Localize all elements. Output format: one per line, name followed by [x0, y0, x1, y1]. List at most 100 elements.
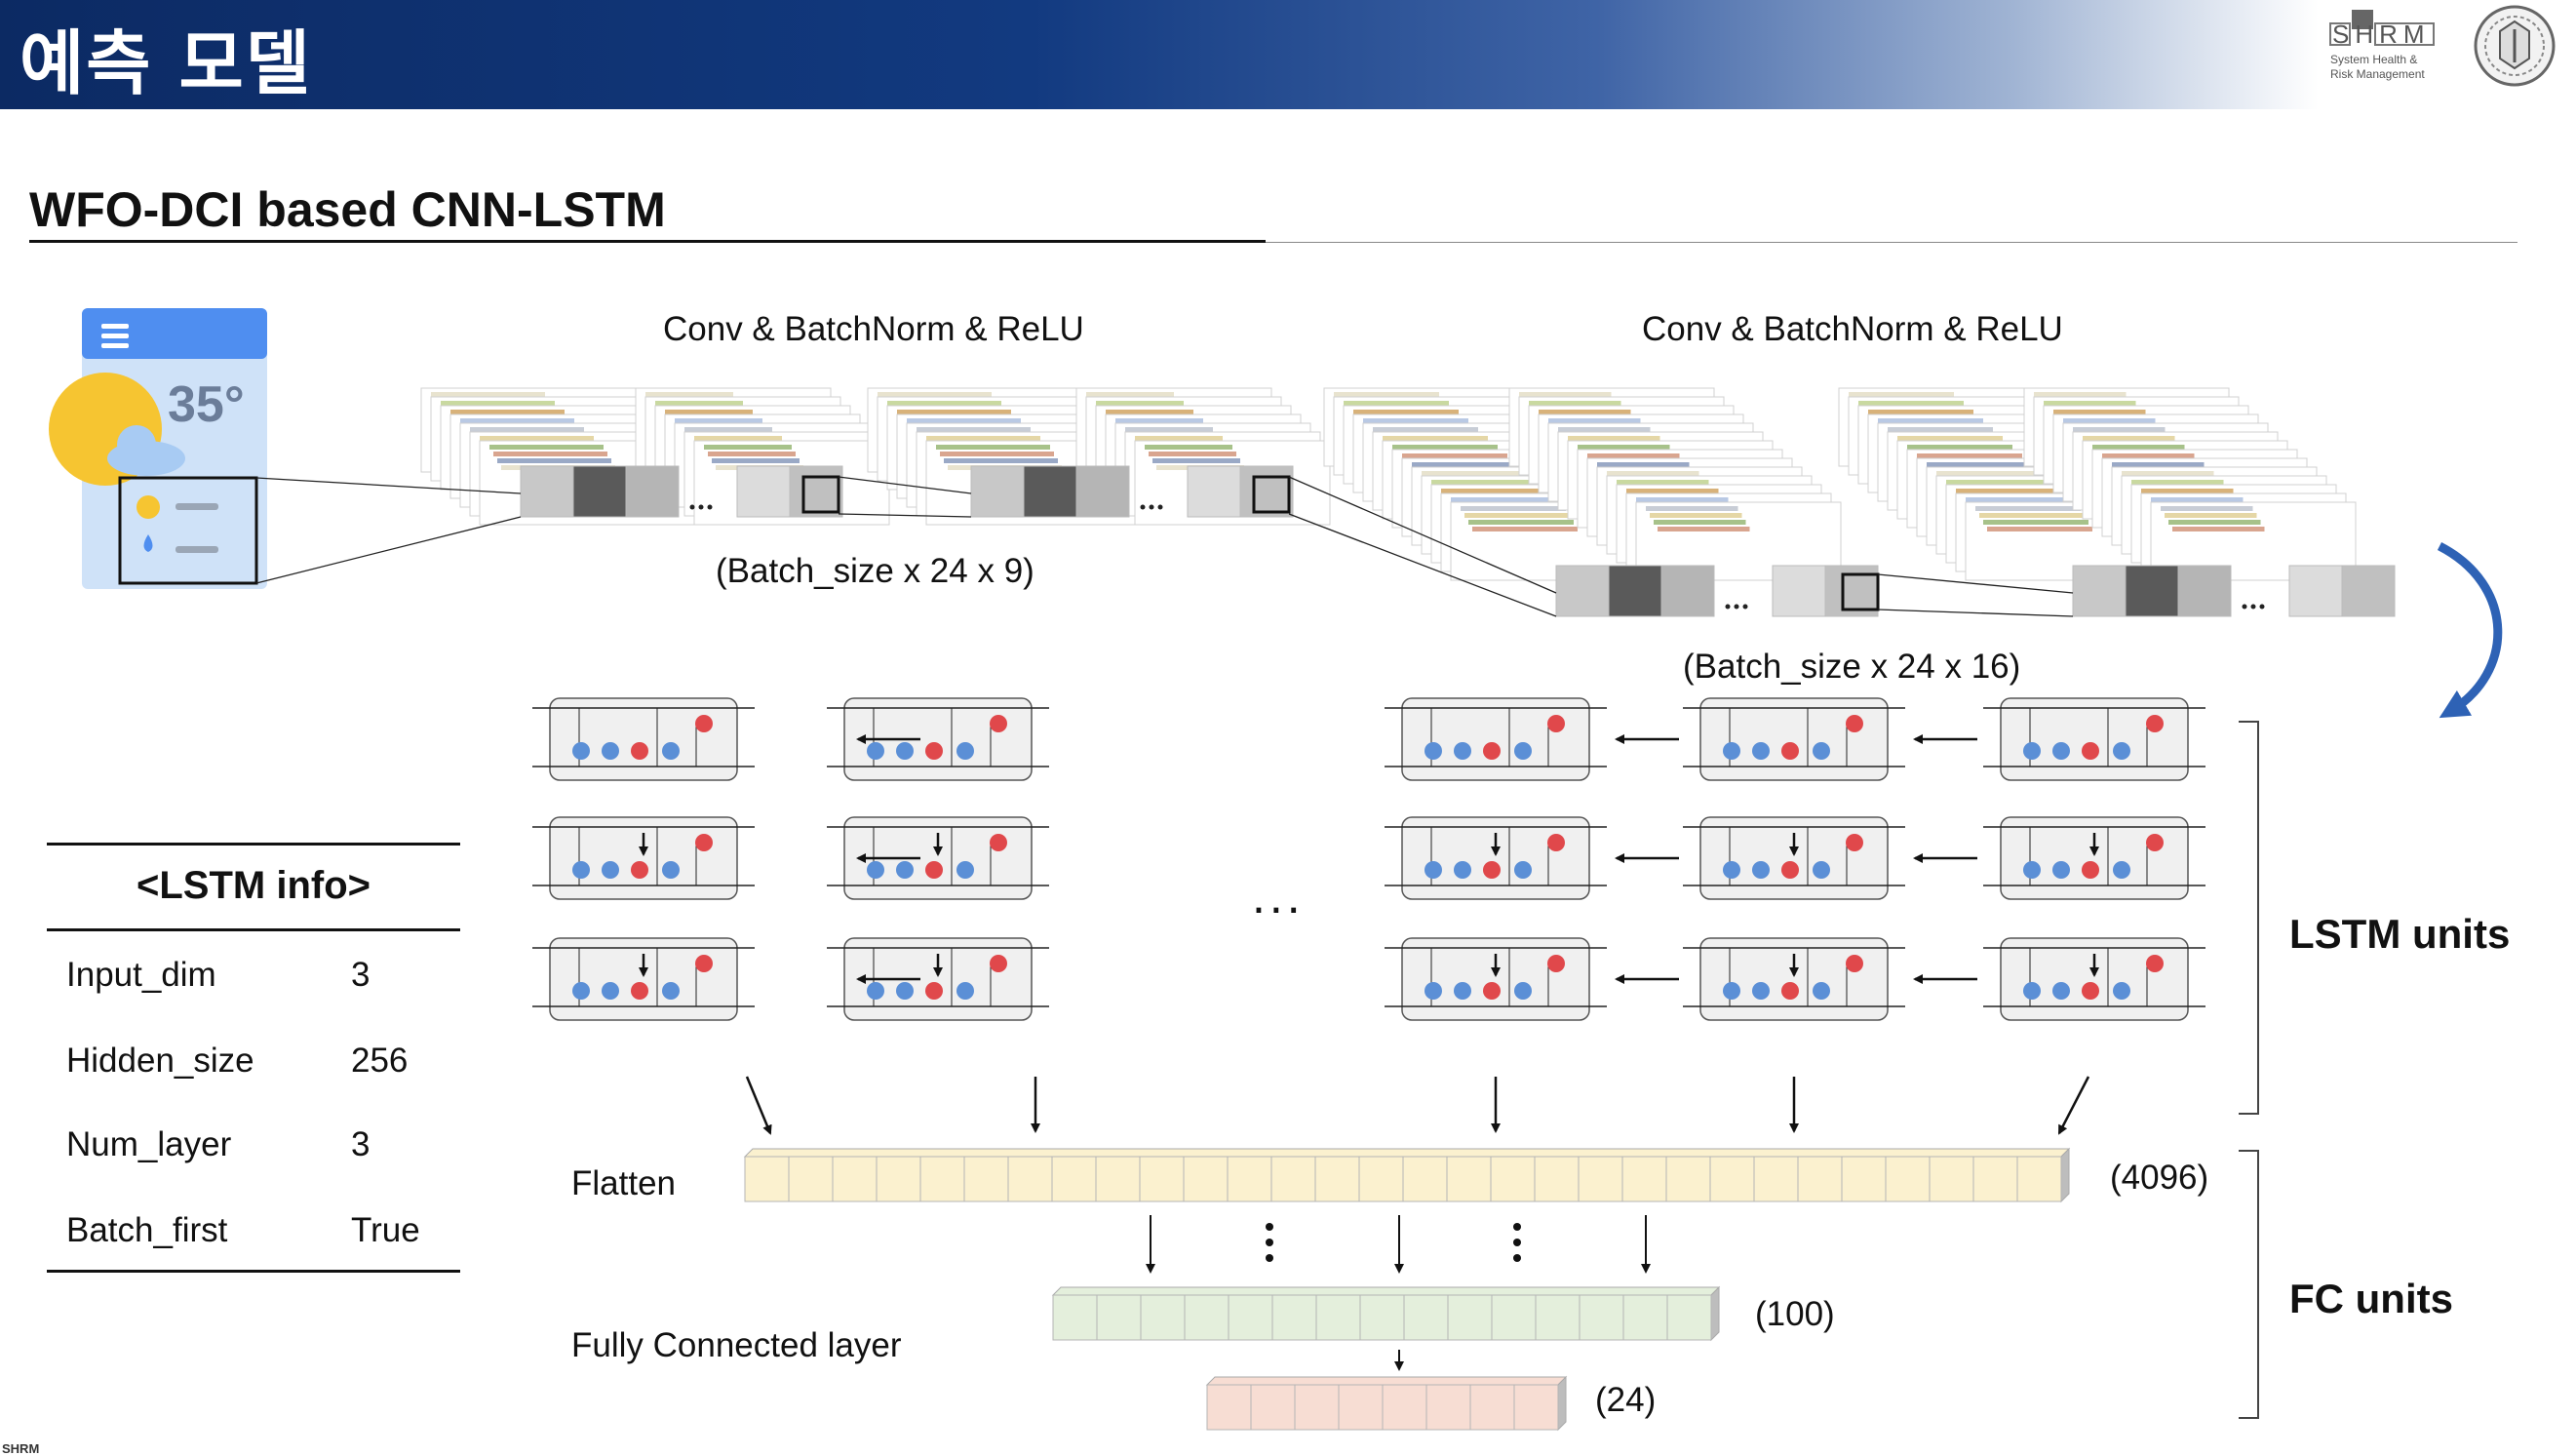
- fc-bracket: [2239, 1150, 2259, 1419]
- lstm-gate-blue: [572, 742, 590, 760]
- bar-unit: [1051, 1156, 1097, 1202]
- feature-stripe: [1373, 427, 1478, 432]
- feature-stripe: [1383, 436, 1488, 441]
- bar-unit: [1797, 1156, 1843, 1202]
- feature-stripe: [1096, 401, 1184, 406]
- lstm-gate-blue: [1514, 982, 1532, 1000]
- lstm-gate-red: [1483, 982, 1501, 1000]
- feature-stripe: [1858, 401, 1964, 406]
- shrm-wordmark: SHRM: [2332, 20, 2431, 49]
- fc1-size-label: (100): [1755, 1295, 1835, 1333]
- feature-stripe: [1646, 506, 1738, 511]
- lstm-gate-blue: [867, 861, 884, 879]
- bar-unit: [1270, 1156, 1316, 1202]
- bar-unit: [1271, 1294, 1317, 1341]
- lstm-cell-box: [2000, 816, 2189, 900]
- weather-app-icon: 35°: [49, 308, 267, 589]
- lstm-gate-blue: [572, 861, 590, 879]
- feature-stripe: [1431, 480, 1537, 485]
- bar-unit: [1513, 1384, 1559, 1431]
- lstm-gate-red: [695, 715, 713, 732]
- lstm-info-value-input-dim: 3: [351, 956, 371, 994]
- lstm-cell-box: [1699, 697, 1889, 781]
- university-emblem-icon: [2474, 5, 2556, 87]
- feature-cell: [1608, 565, 1662, 617]
- lstm-gate-blue: [2023, 742, 2041, 760]
- feature-stripe: [1558, 427, 1651, 432]
- feature-cell: [2288, 565, 2343, 617]
- feature-stripe: [1878, 418, 1983, 423]
- lstm-gate-red: [2146, 715, 2164, 732]
- bar-unit: [1490, 1156, 1536, 1202]
- title-underline-strong: [29, 240, 1266, 243]
- feature-stripe: [1607, 471, 1699, 476]
- lstm-cell: [1983, 937, 2205, 1021]
- bar-unit: [1052, 1294, 1098, 1341]
- lstm-gate-blue: [2113, 742, 2130, 760]
- bar-unit: [1665, 1156, 1711, 1202]
- lstm-info-value-batch-first: True: [351, 1211, 420, 1249]
- lstm-gate-red: [990, 715, 1007, 732]
- lstm-units-label: LSTM units: [2289, 911, 2511, 957]
- lstm-gate-blue: [1454, 982, 1471, 1000]
- lstm-info-key-hidden-size: Hidden_size: [66, 1042, 254, 1080]
- lstm-gate-blue: [662, 982, 680, 1000]
- bar-unit: [1183, 1156, 1229, 1202]
- feature-stripe: [1152, 458, 1240, 463]
- feature-stripe: [2073, 427, 2166, 432]
- bar-unit: [876, 1156, 921, 1202]
- feature-stripe: [2044, 401, 2136, 406]
- feature-stripe: [1334, 392, 1439, 397]
- lstm-gate-blue: [867, 742, 884, 760]
- lstm-info-key-input-dim: Input_dim: [66, 956, 216, 994]
- lstm-cell-box: [549, 937, 738, 1021]
- ellipsis-dot: [689, 504, 695, 510]
- lstm-cell-box: [1401, 937, 1590, 1021]
- feature-stripe: [1907, 445, 2012, 450]
- cnn-feature-maps: [420, 387, 2396, 617]
- kernel-box-2: [1252, 475, 1291, 514]
- feature-cell: [1075, 465, 1130, 518]
- feature-stripe: [1946, 480, 2051, 485]
- feature-stripe: [704, 445, 792, 450]
- bar-unit: [1403, 1294, 1449, 1341]
- page-title: 예측 모델: [20, 22, 313, 104]
- lstm-gate-blue: [662, 861, 680, 879]
- lstm-cell: [1983, 816, 2205, 900]
- lstm-gate-red: [2082, 982, 2099, 1000]
- bar-unit: [1359, 1294, 1405, 1341]
- feature-stripe: [655, 401, 743, 406]
- feature-cell: [1023, 465, 1077, 518]
- lstm-cell-box: [843, 697, 1033, 781]
- feature-stripe: [1529, 401, 1621, 406]
- lstm-gate-blue: [2052, 982, 2070, 1000]
- feature-stripe: [1472, 527, 1578, 531]
- feature-stripe: [1578, 445, 1670, 450]
- lstm-gate-blue: [956, 982, 974, 1000]
- feature-stripe: [675, 418, 762, 423]
- cnn-front-row-3: [1555, 565, 1879, 617]
- feature-stripe: [1956, 489, 2061, 493]
- lstm-cell-box: [1699, 816, 1889, 900]
- feature-stripe: [1987, 527, 2092, 531]
- lstm-gate-blue: [602, 742, 619, 760]
- bar-unit: [2016, 1156, 2062, 1202]
- bar-unit: [1972, 1156, 2018, 1202]
- bar-unit: [1338, 1384, 1384, 1431]
- bar-unit: [963, 1156, 1009, 1202]
- bar-unit: [1315, 1294, 1361, 1341]
- kernel-box-1: [801, 475, 840, 514]
- cnn-front-row-2: [970, 465, 1294, 518]
- bar-unit: [1929, 1156, 1974, 1202]
- feature-stripe: [1636, 497, 1729, 502]
- lstm-gate-blue: [867, 982, 884, 1000]
- ellipsis-dot: [1140, 504, 1146, 510]
- lstm-gate-red: [1781, 742, 1799, 760]
- lstm-gate-blue: [1752, 861, 1770, 879]
- lstm-cell-box: [2000, 937, 2189, 1021]
- sun-dot-icon: [137, 495, 160, 519]
- kernel-box-3: [1841, 572, 1880, 611]
- cnn-front-row-1: [520, 465, 843, 518]
- feature-stripe: [1422, 471, 1527, 476]
- feature-cell: [1239, 465, 1294, 518]
